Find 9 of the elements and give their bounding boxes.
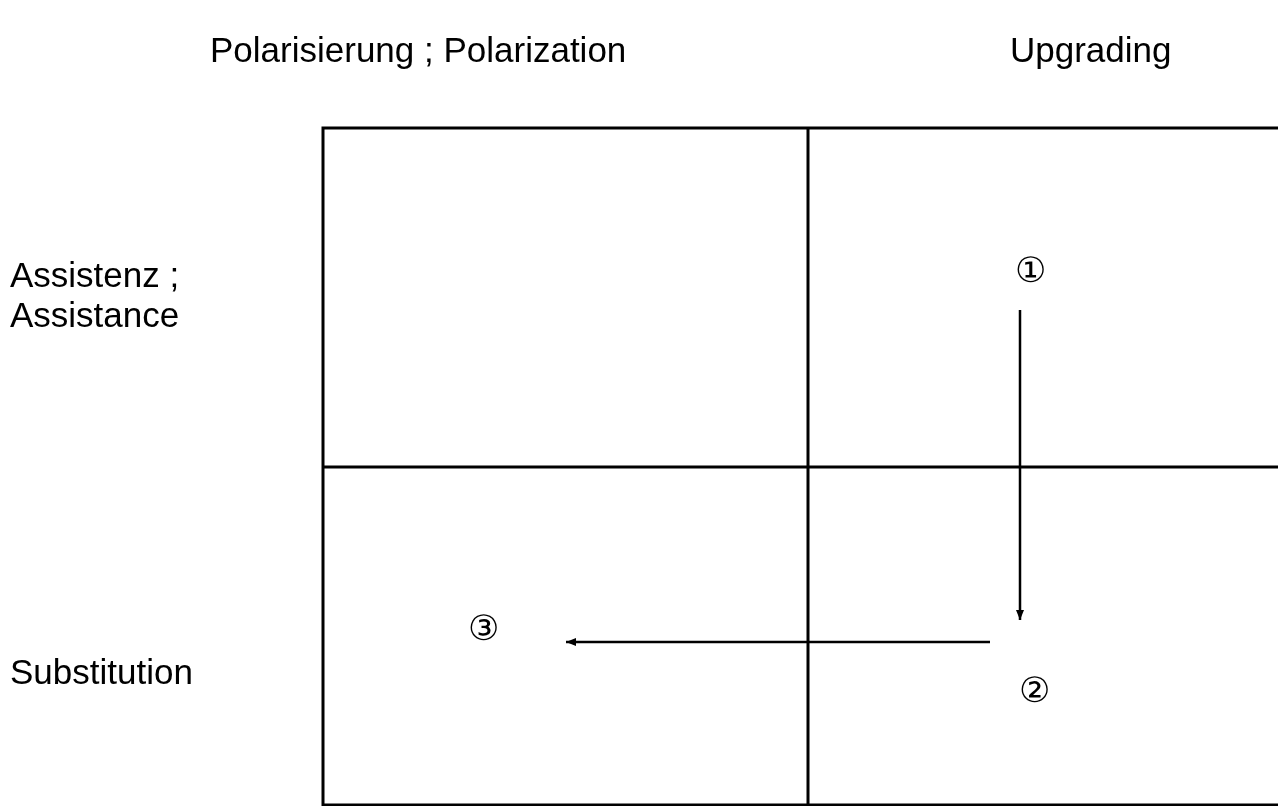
arrow [1016, 310, 1024, 620]
row-heading: Assistenz ; Assistance [10, 255, 181, 335]
step-number: ② [990, 620, 1050, 710]
column-heading: Polarisierung ; Polarization [210, 30, 627, 70]
step-number: ③ [468, 605, 566, 650]
arrow [566, 638, 990, 646]
column-heading: Upgrading [1010, 30, 1172, 70]
row-heading: Substitution [10, 652, 193, 692]
step-number: ① [1005, 250, 1055, 310]
